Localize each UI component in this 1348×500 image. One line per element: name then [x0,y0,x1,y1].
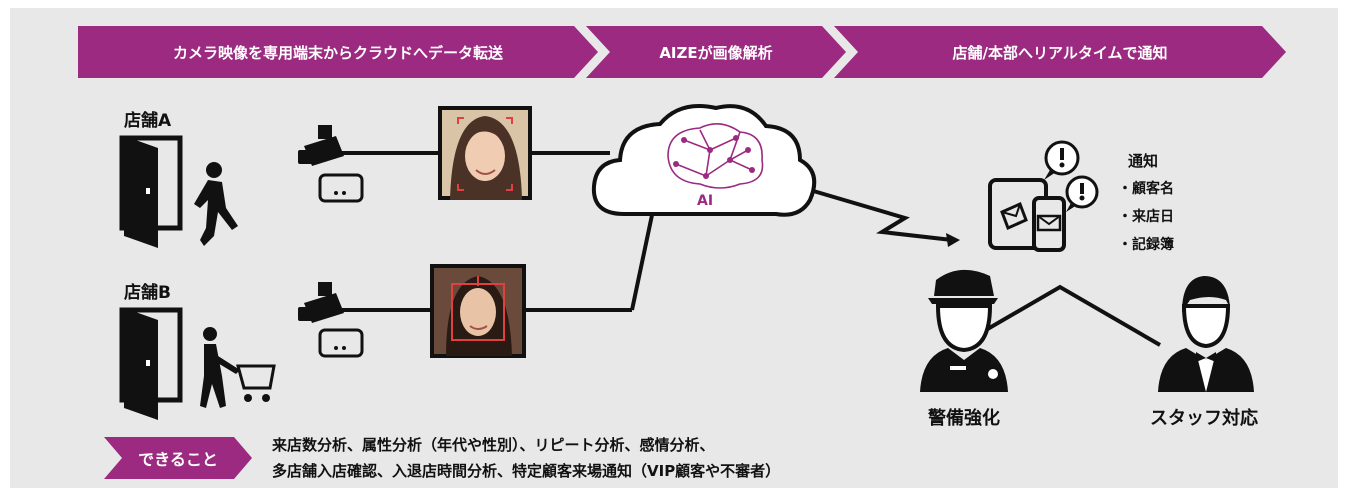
recorder-icon-b [318,328,364,358]
recorder-icon-a [318,173,364,203]
door-icon-a [119,135,183,248]
step-3-banner: 店舗/本部へリアルタイムで通知 [834,26,1286,78]
security-guard-icon [920,269,1008,392]
can-do-line-1: 来店数分析、属性分析（年代や性別）、リピート分析、感情分析、 [272,436,715,454]
notification-item-record: ・記録簿 [1118,237,1174,253]
step-1-banner: カメラ映像を専用端末からクラウドへデータ転送 [78,26,598,78]
lightning-arrow-head [946,233,960,247]
face-photo-b [430,264,526,358]
phone-mail-icon [988,178,1066,252]
step-2-banner: AIZEが画像解析 [586,26,846,78]
door-icon-b [119,307,183,420]
alert-bubble-icon-1 [1044,140,1080,180]
security-label: 警備強化 [928,408,1000,429]
cloud-ai-label: AI [697,193,714,209]
camera-icon-b [298,282,344,323]
staff-icon [1158,276,1254,392]
alert-bubble-icon-2 [1065,175,1099,212]
staff-label: スタッフ対応 [1150,408,1258,429]
store-b-label: 店舗B [124,283,171,303]
notification-item-date: ・来店日 [1118,209,1174,225]
connection-lines [338,151,1162,347]
cloud-brain-icon [591,104,817,217]
store-a-label: 店舗A [124,111,172,131]
shopping-person-icon [200,327,276,408]
notification-item-customer: ・顧客名 [1118,181,1174,197]
can-do-line-2: 多店舗入店確認、入退店時間分析、特定顧客来場通知（VIP顧客や不審者） [272,462,781,480]
can-do-badge: できること [104,437,252,479]
face-photo-a [438,106,532,200]
diagram-panel [10,8,1338,488]
camera-icon-a [298,125,344,166]
walking-person-icon [194,162,238,246]
notification-title: 通知 [1128,152,1159,170]
